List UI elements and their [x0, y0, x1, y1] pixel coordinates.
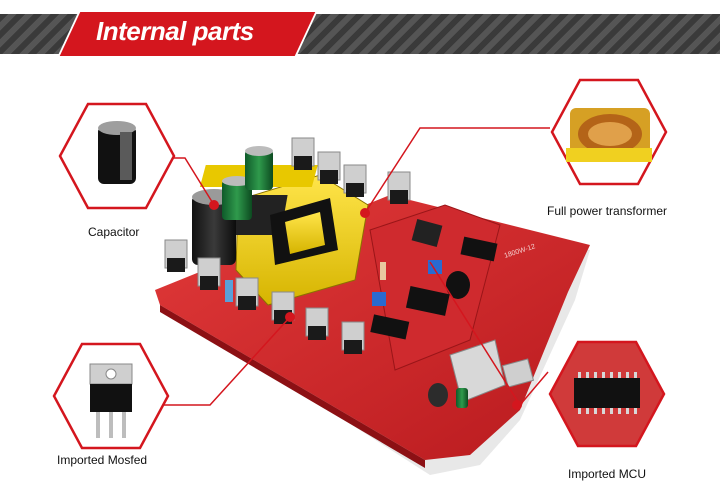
capacitor-label: Capacitor: [88, 225, 140, 239]
banner-title: Internal parts: [96, 16, 254, 46]
transformer-hexagon: [550, 78, 668, 186]
mcu-label: Imported MCU: [568, 467, 647, 481]
mosfet-label: Imported Mosfed: [57, 453, 148, 467]
mcu-hexagon: [548, 340, 666, 448]
transformer-label: Full power transformer: [547, 204, 668, 218]
mosfet-hexagon: [52, 342, 170, 450]
capacitor-hexagon: [58, 102, 176, 210]
